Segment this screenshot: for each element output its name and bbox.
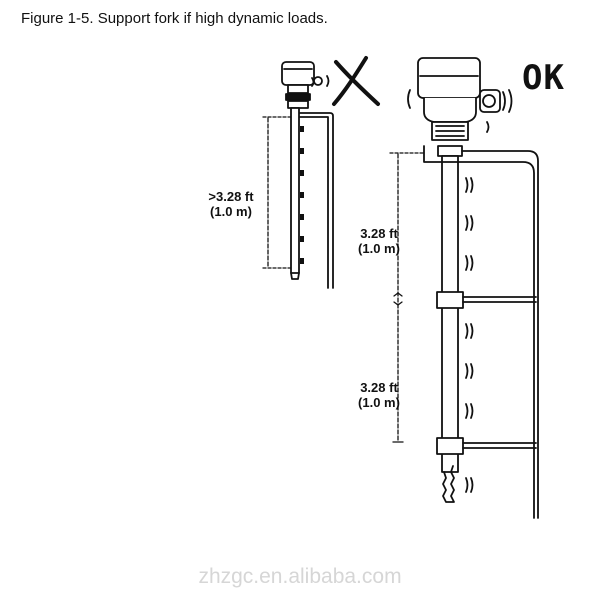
ok-mark: OK: [522, 58, 565, 98]
support-bracket-upper: [436, 291, 537, 309]
support-bracket-lower: [436, 437, 537, 455]
right-distance-label-lower-m: (1.0 m): [358, 395, 400, 410]
cross-mark-icon: [332, 56, 380, 106]
left-dimension-line: [262, 116, 291, 269]
left-distance-label: >3.28 ft (1.0 m): [203, 189, 259, 219]
left-tank-wall: [299, 112, 334, 289]
right-dimension-line: [389, 152, 425, 443]
right-distance-label-upper-ft: 3.28 ft: [360, 226, 398, 241]
right-probe-rod: [437, 145, 463, 503]
right-tank-wall: [423, 145, 539, 519]
watermark: zhzgc.en.alibaba.com: [198, 565, 402, 588]
left-probe-rod: [290, 107, 304, 280]
right-distance-label-upper-m: (1.0 m): [358, 241, 400, 256]
right-distance-label-upper: 3.28 ft (1.0 m): [351, 226, 407, 256]
right-distance-label-lower: 3.28 ft (1.0 m): [351, 380, 407, 410]
figure-caption: Figure 1-5. Support fork if high dynamic…: [21, 10, 328, 27]
left-transmitter-housing: [281, 61, 330, 109]
left-distance-label-m: (1.0 m): [210, 204, 252, 219]
vibration-marks: [465, 177, 474, 493]
right-transmitter-housing: [407, 57, 513, 141]
right-distance-label-lower-ft: 3.28 ft: [360, 380, 398, 395]
left-distance-label-ft: >3.28 ft: [208, 189, 254, 204]
